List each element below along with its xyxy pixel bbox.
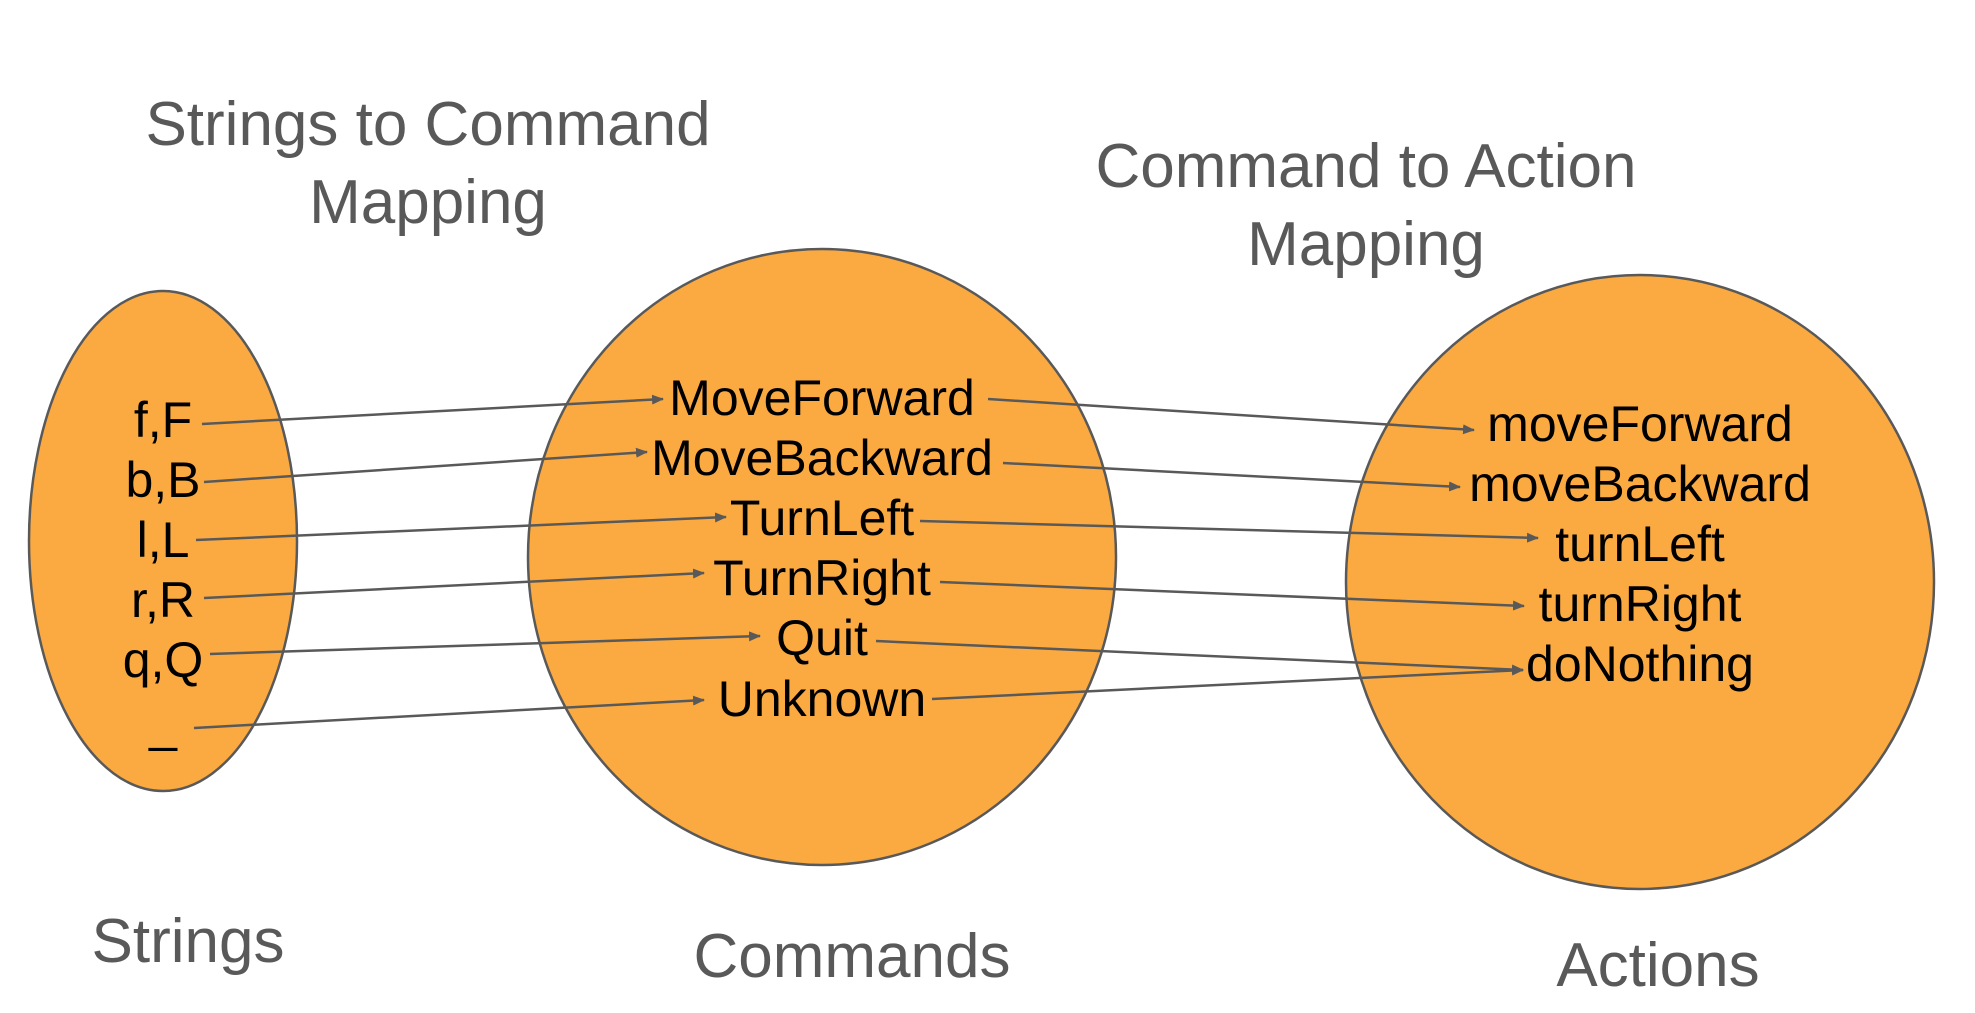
command-to-action-arrow <box>1002 461 1461 492</box>
action-item: moveBackward <box>1469 456 1811 512</box>
string-item: q,Q <box>123 632 204 688</box>
string-item: l,L <box>137 512 190 568</box>
action-item: doNothing <box>1526 636 1754 692</box>
action-item: moveForward <box>1487 396 1793 452</box>
string-to-command-arrow <box>203 447 648 484</box>
command-to-action-arrow <box>875 639 1524 675</box>
command-to-action-title-line1: Command to Action <box>1095 132 1636 201</box>
command-to-action-arrow <box>939 580 1525 611</box>
strings-set-label: Strings <box>92 907 285 976</box>
action-item: turnLeft <box>1555 516 1725 572</box>
command-item: MoveForward <box>669 370 975 426</box>
string-to-command-arrow <box>203 568 705 600</box>
command-item: MoveBackward <box>651 430 993 486</box>
command-to-action-arrow <box>931 665 1524 701</box>
strings-to-command-title-line2: Mapping <box>309 168 547 237</box>
commands-set-label: Commands <box>694 922 1011 991</box>
command-item: TurnLeft <box>730 490 914 546</box>
string-item: _ <box>148 696 178 752</box>
string-to-command-arrow <box>209 631 761 656</box>
strings-to-command-title-line1: Strings to Command <box>145 90 710 159</box>
string-item: b,B <box>125 452 200 508</box>
string-item: r,R <box>131 572 195 628</box>
command-to-action-arrow <box>919 519 1539 543</box>
string-to-command-arrow <box>193 695 705 730</box>
command-to-action-arrow <box>987 397 1475 435</box>
command-item: Unknown <box>718 671 926 727</box>
action-item: turnRight <box>1539 576 1742 632</box>
command-to-action-title-line2: Mapping <box>1247 210 1485 279</box>
strings-set-ellipse <box>27 289 299 793</box>
commands-set-circle <box>526 247 1118 867</box>
command-item: TurnRight <box>713 550 931 606</box>
actions-set-label: Actions <box>1556 931 1759 1000</box>
string-item: f,F <box>134 392 192 448</box>
string-to-command-arrow <box>195 512 727 542</box>
command-item: Quit <box>776 610 868 666</box>
actions-set-circle <box>1344 273 1936 891</box>
string-to-command-arrow <box>201 394 664 426</box>
